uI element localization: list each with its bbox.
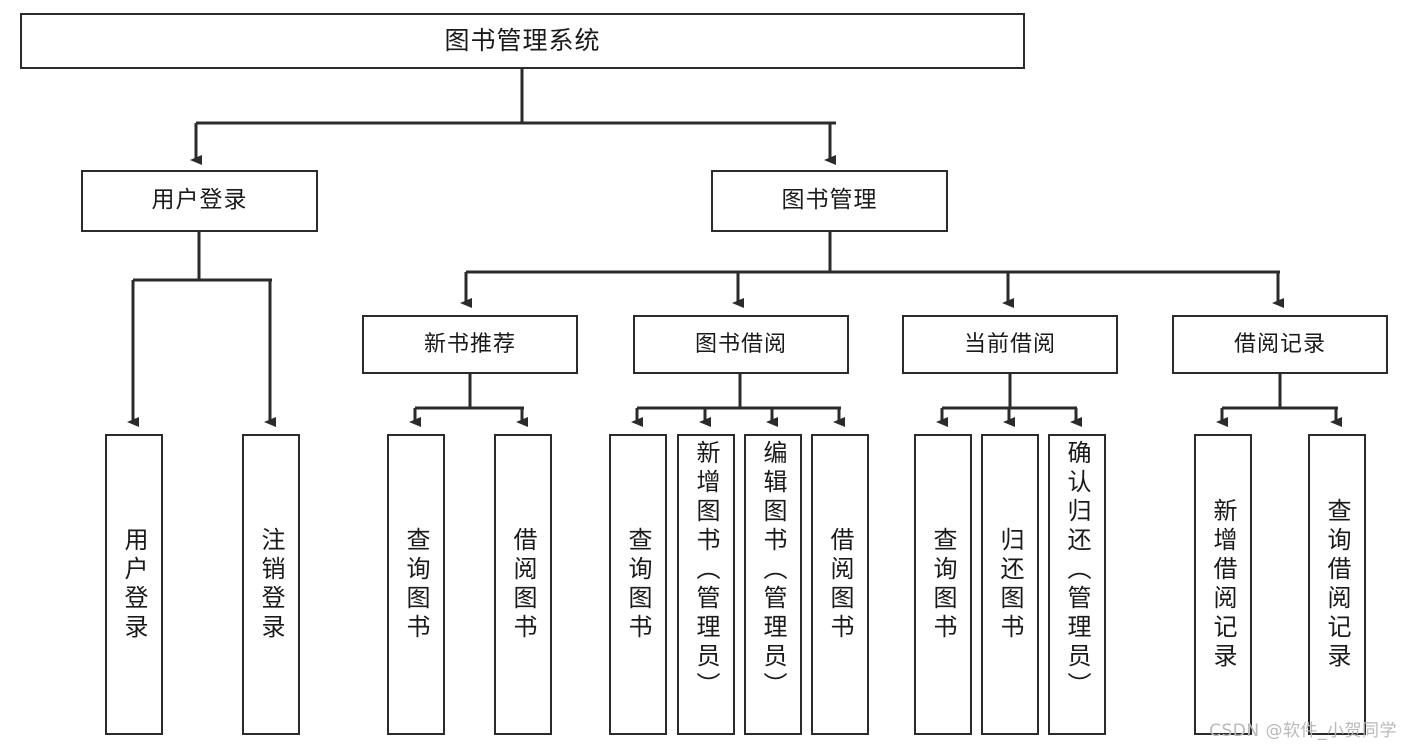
leaf-borrow-add-book-admin[interactable]: 新增图书（管理员） — [677, 434, 735, 735]
node-label: 注销登录 — [257, 526, 285, 643]
node-label: 查询图书 — [624, 526, 652, 643]
node-borrow-records[interactable]: 借阅记录 — [1172, 315, 1388, 374]
leaf-current-return-book[interactable]: 归还图书 — [981, 434, 1039, 735]
node-label: 借阅图书 — [509, 526, 537, 643]
node-label: 查询借阅记录 — [1323, 497, 1351, 672]
node-label: 用户登录 — [120, 526, 148, 643]
node-label: 图书管理 — [781, 187, 878, 214]
node-label: 查询图书 — [402, 526, 430, 643]
node-book-borrow[interactable]: 图书借阅 — [633, 315, 849, 374]
node-label: 归还图书 — [996, 526, 1024, 643]
leaf-user-login-login[interactable]: 用户登录 — [105, 434, 163, 735]
node-label: 编辑图书（管理员） — [759, 440, 787, 701]
node-current-borrow[interactable]: 当前借阅 — [902, 315, 1118, 374]
node-user-login[interactable]: 用户登录 — [81, 170, 318, 232]
node-label: 图书借阅 — [694, 331, 787, 357]
node-label: 当前借阅 — [963, 331, 1056, 357]
leaf-borrow-query-book[interactable]: 查询图书 — [609, 434, 667, 735]
node-root-system[interactable]: 图书管理系统 — [20, 13, 1025, 69]
leaf-new-book-query[interactable]: 查询图书 — [387, 434, 445, 735]
node-label: 新增借阅记录 — [1209, 497, 1237, 672]
node-label: 确认归还（管理员） — [1063, 440, 1091, 701]
csdn-watermark: CSDN @软件_小贺同学 — [1209, 721, 1397, 741]
node-label: 查询图书 — [929, 526, 957, 643]
leaf-user-login-logout[interactable]: 注销登录 — [242, 434, 300, 735]
leaf-borrow-borrow-book[interactable]: 借阅图书 — [811, 434, 869, 735]
node-label: 新书推荐 — [423, 331, 516, 357]
leaf-records-add-record[interactable]: 新增借阅记录 — [1194, 434, 1252, 735]
node-label: 图书管理系统 — [444, 26, 601, 56]
leaf-borrow-edit-book-admin[interactable]: 编辑图书（管理员） — [744, 434, 802, 735]
leaf-current-query-book[interactable]: 查询图书 — [914, 434, 972, 735]
node-label: 用户登录 — [151, 187, 248, 214]
node-label: 借阅图书 — [826, 526, 854, 643]
leaf-current-confirm-return-admin[interactable]: 确认归还（管理员） — [1048, 434, 1106, 735]
leaf-records-query-record[interactable]: 查询借阅记录 — [1308, 434, 1366, 735]
node-book-management[interactable]: 图书管理 — [711, 170, 948, 232]
leaf-new-book-borrow[interactable]: 借阅图书 — [494, 434, 552, 735]
node-label: 借阅记录 — [1233, 331, 1326, 357]
node-new-book-recommend[interactable]: 新书推荐 — [362, 315, 578, 374]
node-label: 新增图书（管理员） — [692, 440, 720, 701]
